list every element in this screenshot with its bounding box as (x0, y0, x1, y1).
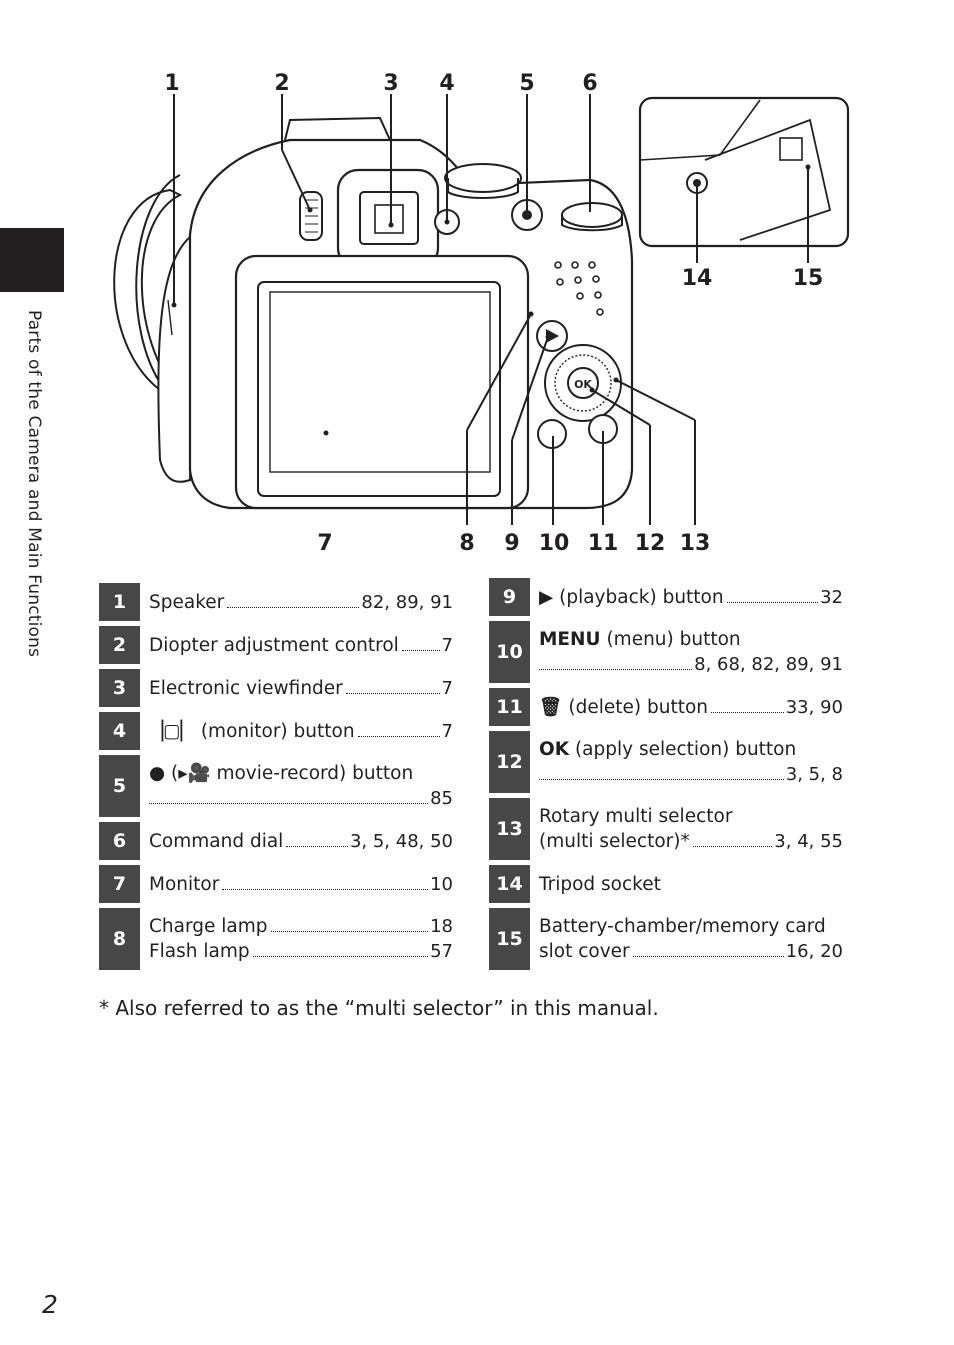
callout-14: 14 (682, 266, 713, 291)
page-ref: 7 (441, 634, 453, 656)
part-number: 10 (489, 621, 530, 683)
part-name: slot cover (539, 941, 630, 962)
callout-15: 15 (793, 266, 824, 291)
callout-11: 11 (588, 531, 619, 556)
part-number: 13 (489, 798, 530, 860)
page-ref: 8, 68, 82, 89, 91 (694, 654, 843, 675)
callout-2: 2 (274, 71, 289, 96)
part-row: 15 Battery-chamber/memory card slot cove… (489, 908, 845, 970)
part-name: Command dial (149, 830, 284, 852)
mode-dial (444, 163, 522, 193)
part-row: 1 Speaker 82, 89, 91 (99, 583, 455, 621)
callout-6: 6 (582, 71, 597, 96)
part-row: 8 Charge lamp 18 Flash lamp 57 (99, 908, 455, 970)
part-row: 12 OK (apply selection) button 3, 5, 8 (489, 731, 845, 793)
part-row: 10 MENU (menu) button 8, 68, 82, 89, 91 (489, 621, 845, 683)
command-dial (561, 202, 623, 228)
page-ref: 85 (430, 788, 453, 809)
callout-9: 9 (504, 531, 519, 556)
part-name: (menu) button (606, 629, 741, 650)
ok-icon: OK (539, 739, 570, 760)
part-name: Tripod socket (539, 873, 661, 895)
part-name: (multi selector)* (539, 831, 690, 852)
part-number: 7 (99, 865, 140, 903)
part-number: 11 (489, 688, 530, 726)
part-name: Rotary multi selector (539, 806, 733, 827)
part-number: 5 (99, 755, 140, 817)
page-ref: 33, 90 (785, 696, 843, 718)
part-number: 3 (99, 669, 140, 707)
page-ref: 7 (441, 720, 453, 742)
page-number: 2 (42, 1290, 58, 1319)
section-tab-marker (0, 228, 64, 292)
page-ref: 7 (441, 677, 453, 699)
part-row: 9 ▶ (playback) button 32 (489, 578, 845, 616)
part-name: Flash lamp (149, 941, 250, 962)
speaker-grille (554, 261, 604, 316)
part-row: 14 Tripod socket (489, 865, 845, 903)
page-ref: 57 (430, 941, 453, 962)
part-name: Diopter adjustment control (149, 634, 399, 656)
part-number: 4 (99, 712, 140, 750)
part-name: (playback) button (559, 586, 724, 608)
part-number: 15 (489, 908, 530, 970)
page-ref: 18 (430, 916, 453, 937)
part-row: 3 Electronic viewfinder 7 (99, 669, 455, 707)
part-row: 11 🗑 (delete) button 33, 90 (489, 688, 845, 726)
part-name: Electronic viewfinder (149, 677, 343, 699)
part-name: Charge lamp (149, 916, 268, 937)
menu-icon: MENU (539, 629, 601, 650)
part-number: 2 (99, 626, 140, 664)
record-icon: ● (149, 763, 166, 784)
callout-5: 5 (519, 71, 534, 96)
camera-back-diagram: OK 1 2 3 4 5 6 7 8 9 10 11 (113, 71, 850, 556)
part-number: 12 (489, 731, 530, 793)
callout-3: 3 (383, 71, 398, 96)
part-row: 6 Command dial 3, 5, 48, 50 (99, 822, 455, 860)
footnote: * Also referred to as the “multi selecto… (99, 996, 659, 1020)
part-row: 7 Monitor 10 (99, 865, 455, 903)
callout-7: 7 (317, 531, 332, 556)
part-name: (▸🎥 movie-record) button (171, 763, 414, 784)
part-number: 6 (99, 822, 140, 860)
part-name: (apply selection) button (574, 739, 797, 760)
section-tab-label: Parts of the Camera and Main Functions (24, 310, 44, 658)
playback-icon: ▶ (539, 586, 554, 608)
part-number: 9 (489, 578, 530, 616)
part-row: 4 ▕▢▏ (monitor) button 7 (99, 712, 455, 750)
page-ref: 3, 5, 48, 50 (349, 830, 453, 852)
part-number: 14 (489, 865, 530, 903)
part-name: Battery-chamber/memory card (539, 916, 826, 937)
part-name: Speaker (149, 591, 225, 613)
part-row: 2 Diopter adjustment control 7 (99, 626, 455, 664)
callout-8: 8 (459, 531, 474, 556)
part-name: Monitor (149, 873, 220, 895)
page-ref: 3, 5, 8 (785, 764, 843, 785)
callout-13: 13 (680, 531, 711, 556)
delete-icon: 🗑 (539, 696, 563, 718)
monitor-icon: ▕▢▏ (149, 720, 195, 742)
callout-leader-lines (173, 94, 809, 525)
page-ref: 32 (820, 586, 843, 608)
part-number: 8 (99, 908, 140, 970)
page-ref: 82, 89, 91 (361, 591, 453, 613)
callout-10: 10 (539, 531, 570, 556)
part-name: (delete) button (568, 696, 709, 718)
callout-1: 1 (164, 71, 179, 96)
page-ref: 3, 4, 55 (774, 831, 843, 852)
callout-4: 4 (439, 71, 454, 96)
part-row: 5 ● (▸🎥 movie-record) button 85 (99, 755, 455, 817)
part-row: 13 Rotary multi selector (multi selector… (489, 798, 845, 860)
parts-table-left: 1 Speaker 82, 89, 91 2 Diopter adjustment… (99, 578, 455, 975)
part-number: 1 (99, 583, 140, 621)
parts-table-right: 9 ▶ (playback) button 32 10 MENU (menu) b… (489, 573, 845, 975)
page-ref: 16, 20 (785, 941, 843, 962)
svg-text:OK: OK (574, 378, 592, 391)
callout-12: 12 (635, 531, 666, 556)
page-ref: 10 (430, 873, 453, 895)
part-name: (monitor) button (200, 720, 355, 742)
bottom-view-inset (638, 96, 850, 248)
